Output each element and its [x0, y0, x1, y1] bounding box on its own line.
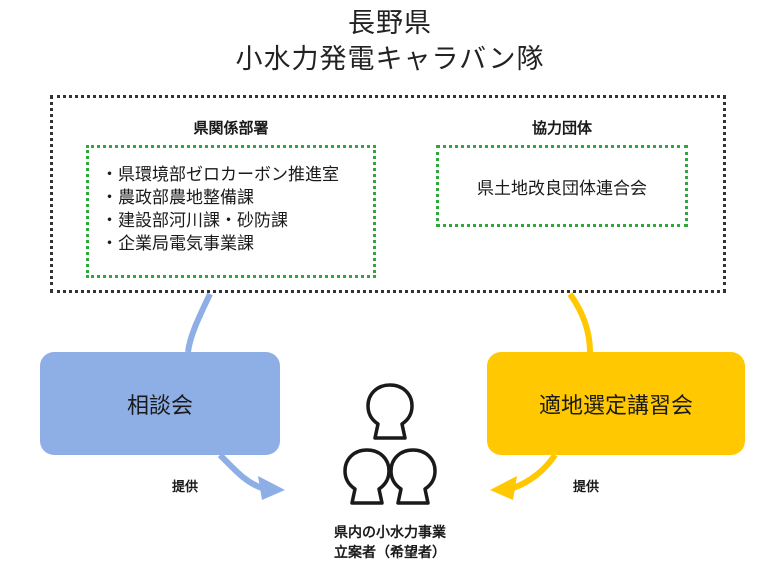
provide-label-left: 提供: [172, 480, 199, 495]
target-label-line2: 立案者（希望者）: [334, 545, 446, 561]
consultation-box: 相談会: [40, 352, 280, 455]
diagram-title-line2: 小水力発電キャラバン隊: [235, 44, 545, 75]
provide-label-right: 提供: [573, 480, 600, 495]
target-label-line1: 県内の小水力事業: [334, 525, 446, 541]
arrow-blue-to-target: [217, 452, 264, 491]
diagram-title-line1: 長野県: [348, 8, 432, 39]
department-list: ・県環境部ゼロカーボン推進室 ・農政部農地整備課 ・建設部河川課・砂防課 ・企業…: [101, 164, 373, 256]
site-selection-box: 適地選定講習会: [487, 352, 745, 455]
target-audience-label: 県内の小水力事業 立案者（希望者）: [300, 523, 480, 563]
partner-organization-name: 県土地改良団体連合会: [477, 178, 647, 199]
department-item: ・企業局電気事業課: [101, 234, 254, 254]
department-item: ・建設部河川課・砂防課: [101, 211, 288, 231]
connector-blue-top: [185, 292, 213, 353]
consultation-label: 相談会: [126, 393, 193, 419]
connector-yellow-top: [567, 292, 593, 353]
arrow-yellow-head: [490, 476, 517, 500]
site-selection-label: 適地選定講習会: [538, 393, 693, 419]
prefecture-department-box: ・県環境部ゼロカーボン推進室 ・農政部農地整備課 ・建設部河川課・砂防課 ・企業…: [86, 145, 376, 278]
partner-organization-box: 県土地改良団体連合会: [436, 145, 688, 227]
arrow-blue-head: [258, 476, 285, 500]
people-icon: [343, 383, 437, 505]
partner-group-heading: 協力団体: [531, 119, 592, 137]
caravan-group-box: [50, 95, 726, 293]
department-item: ・農政部農地整備課: [101, 188, 254, 208]
arrow-yellow-to-target: [511, 453, 558, 491]
prefecture-group-heading: 県関係部署: [193, 119, 269, 137]
department-item: ・県環境部ゼロカーボン推進室: [101, 165, 339, 185]
